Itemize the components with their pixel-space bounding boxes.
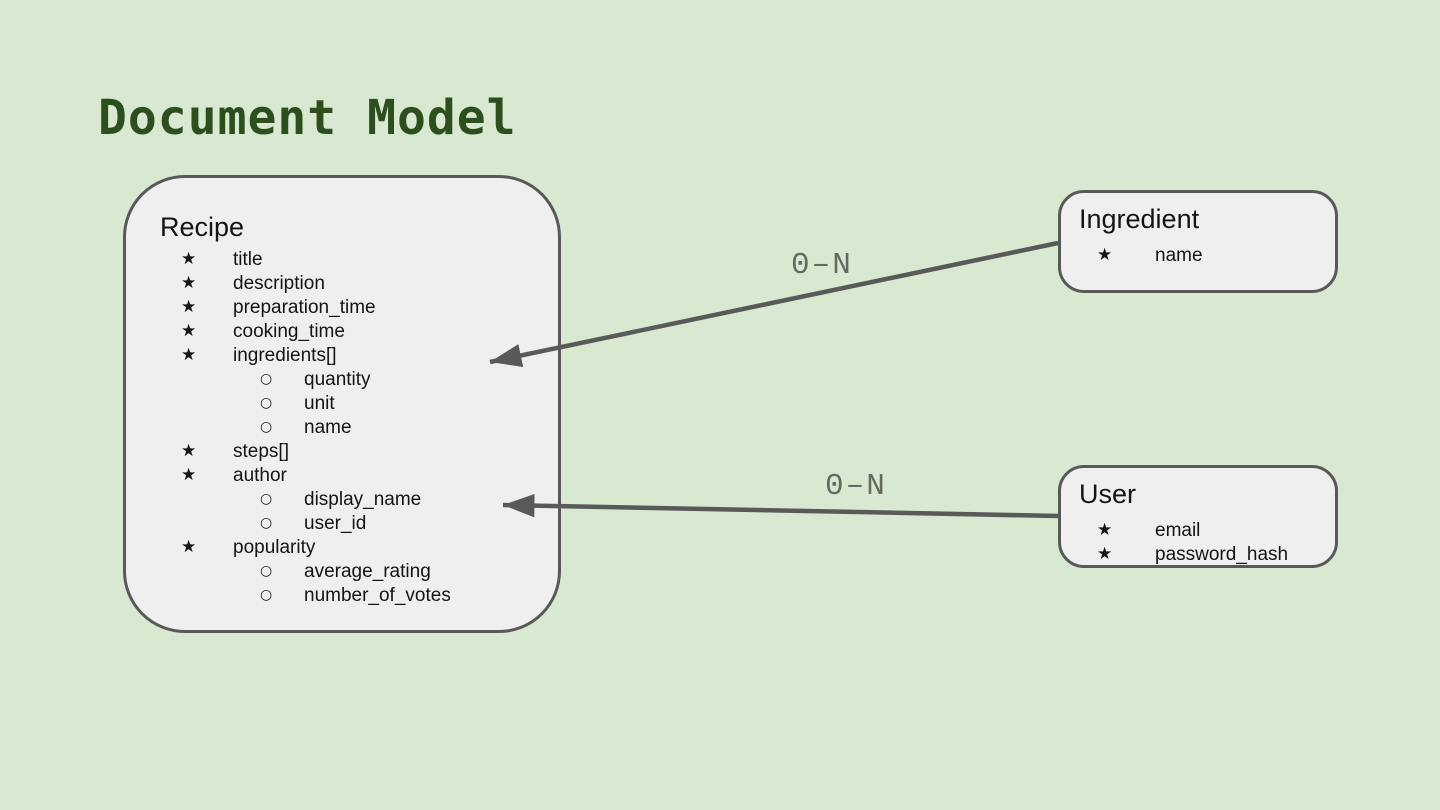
field-row-name: ★ name xyxy=(1061,244,1335,268)
circle-bullet-icon: ○ xyxy=(260,395,273,411)
circle-bullet-icon: ○ xyxy=(260,587,273,603)
field-label: popularity xyxy=(233,537,316,558)
field-row-number-of-votes: ○ number_of_votes xyxy=(126,584,558,608)
field-label: email xyxy=(1155,520,1201,541)
star-bullet-icon: ★ xyxy=(181,441,197,461)
field-label: name xyxy=(304,417,352,438)
field-row-preparation-time: ★ preparation_time xyxy=(126,296,558,320)
field-label: quantity xyxy=(304,369,371,390)
field-row-steps: ★ steps[] xyxy=(126,440,558,464)
field-row-password-hash: ★ password_hash xyxy=(1061,543,1335,567)
field-row-author: ★ author xyxy=(126,464,558,488)
field-row-email: ★ email xyxy=(1061,519,1335,543)
entity-ingredient-fields: ★ name xyxy=(1061,244,1335,268)
entity-user-title: User xyxy=(1079,479,1137,509)
field-label: number_of_votes xyxy=(304,585,451,606)
field-label: title xyxy=(233,249,263,270)
field-row-ingredient-name: ○ name xyxy=(126,416,558,440)
star-bullet-icon: ★ xyxy=(181,273,197,293)
star-bullet-icon: ★ xyxy=(181,297,197,317)
star-bullet-icon: ★ xyxy=(181,537,197,557)
entity-user-fields: ★ email ★ password_hash xyxy=(1061,519,1335,567)
field-label: cooking_time xyxy=(233,321,345,342)
field-row-user-id: ○ user_id xyxy=(126,512,558,536)
field-label: preparation_time xyxy=(233,297,376,318)
entity-ingredient: Ingredient ★ name xyxy=(1058,190,1338,293)
field-row-title: ★ title xyxy=(126,248,558,272)
relation-line-user-recipe xyxy=(502,493,1059,519)
field-label: ingredients[] xyxy=(233,345,337,366)
page-title: Document Model xyxy=(98,90,517,146)
entity-ingredient-title: Ingredient xyxy=(1079,204,1200,234)
relation-line-ingredient-recipe xyxy=(489,240,1059,367)
field-row-ingredients: ★ ingredients[] xyxy=(126,344,558,368)
entity-recipe: Recipe ★ title ★ description ★ preparati… xyxy=(123,175,561,633)
field-row-average-rating: ○ average_rating xyxy=(126,560,558,584)
field-label: user_id xyxy=(304,513,367,534)
star-bullet-icon: ★ xyxy=(181,345,197,365)
circle-bullet-icon: ○ xyxy=(260,515,273,531)
field-label: average_rating xyxy=(304,561,431,582)
relation-label-user-recipe: 0–N xyxy=(825,469,887,504)
field-row-unit: ○ unit xyxy=(126,392,558,416)
field-label: unit xyxy=(304,393,335,414)
relation-label-ingredient-recipe: 0–N xyxy=(791,248,853,283)
field-label: display_name xyxy=(304,489,422,510)
field-label: name xyxy=(1155,245,1203,266)
circle-bullet-icon: ○ xyxy=(260,491,273,507)
star-bullet-icon: ★ xyxy=(181,249,197,269)
entity-user: User ★ email ★ password_hash xyxy=(1058,465,1338,568)
field-label: author xyxy=(233,465,287,486)
entity-recipe-fields: ★ title ★ description ★ preparation_time… xyxy=(126,248,558,608)
field-label: description xyxy=(233,273,325,294)
star-bullet-icon: ★ xyxy=(181,465,197,485)
field-row-description: ★ description xyxy=(126,272,558,296)
star-bullet-icon: ★ xyxy=(1097,544,1113,564)
entity-recipe-title: Recipe xyxy=(160,212,245,242)
star-bullet-icon: ★ xyxy=(1097,245,1113,265)
field-label: password_hash xyxy=(1155,544,1289,565)
star-bullet-icon: ★ xyxy=(181,321,197,341)
field-row-display-name: ○ display_name xyxy=(126,488,558,512)
circle-bullet-icon: ○ xyxy=(260,419,273,435)
circle-bullet-icon: ○ xyxy=(260,563,273,579)
field-row-popularity: ★ popularity xyxy=(126,536,558,560)
field-row-cooking-time: ★ cooking_time xyxy=(126,320,558,344)
field-row-quantity: ○ quantity xyxy=(126,368,558,392)
field-label: steps[] xyxy=(233,441,289,462)
star-bullet-icon: ★ xyxy=(1097,520,1113,540)
circle-bullet-icon: ○ xyxy=(260,371,273,387)
